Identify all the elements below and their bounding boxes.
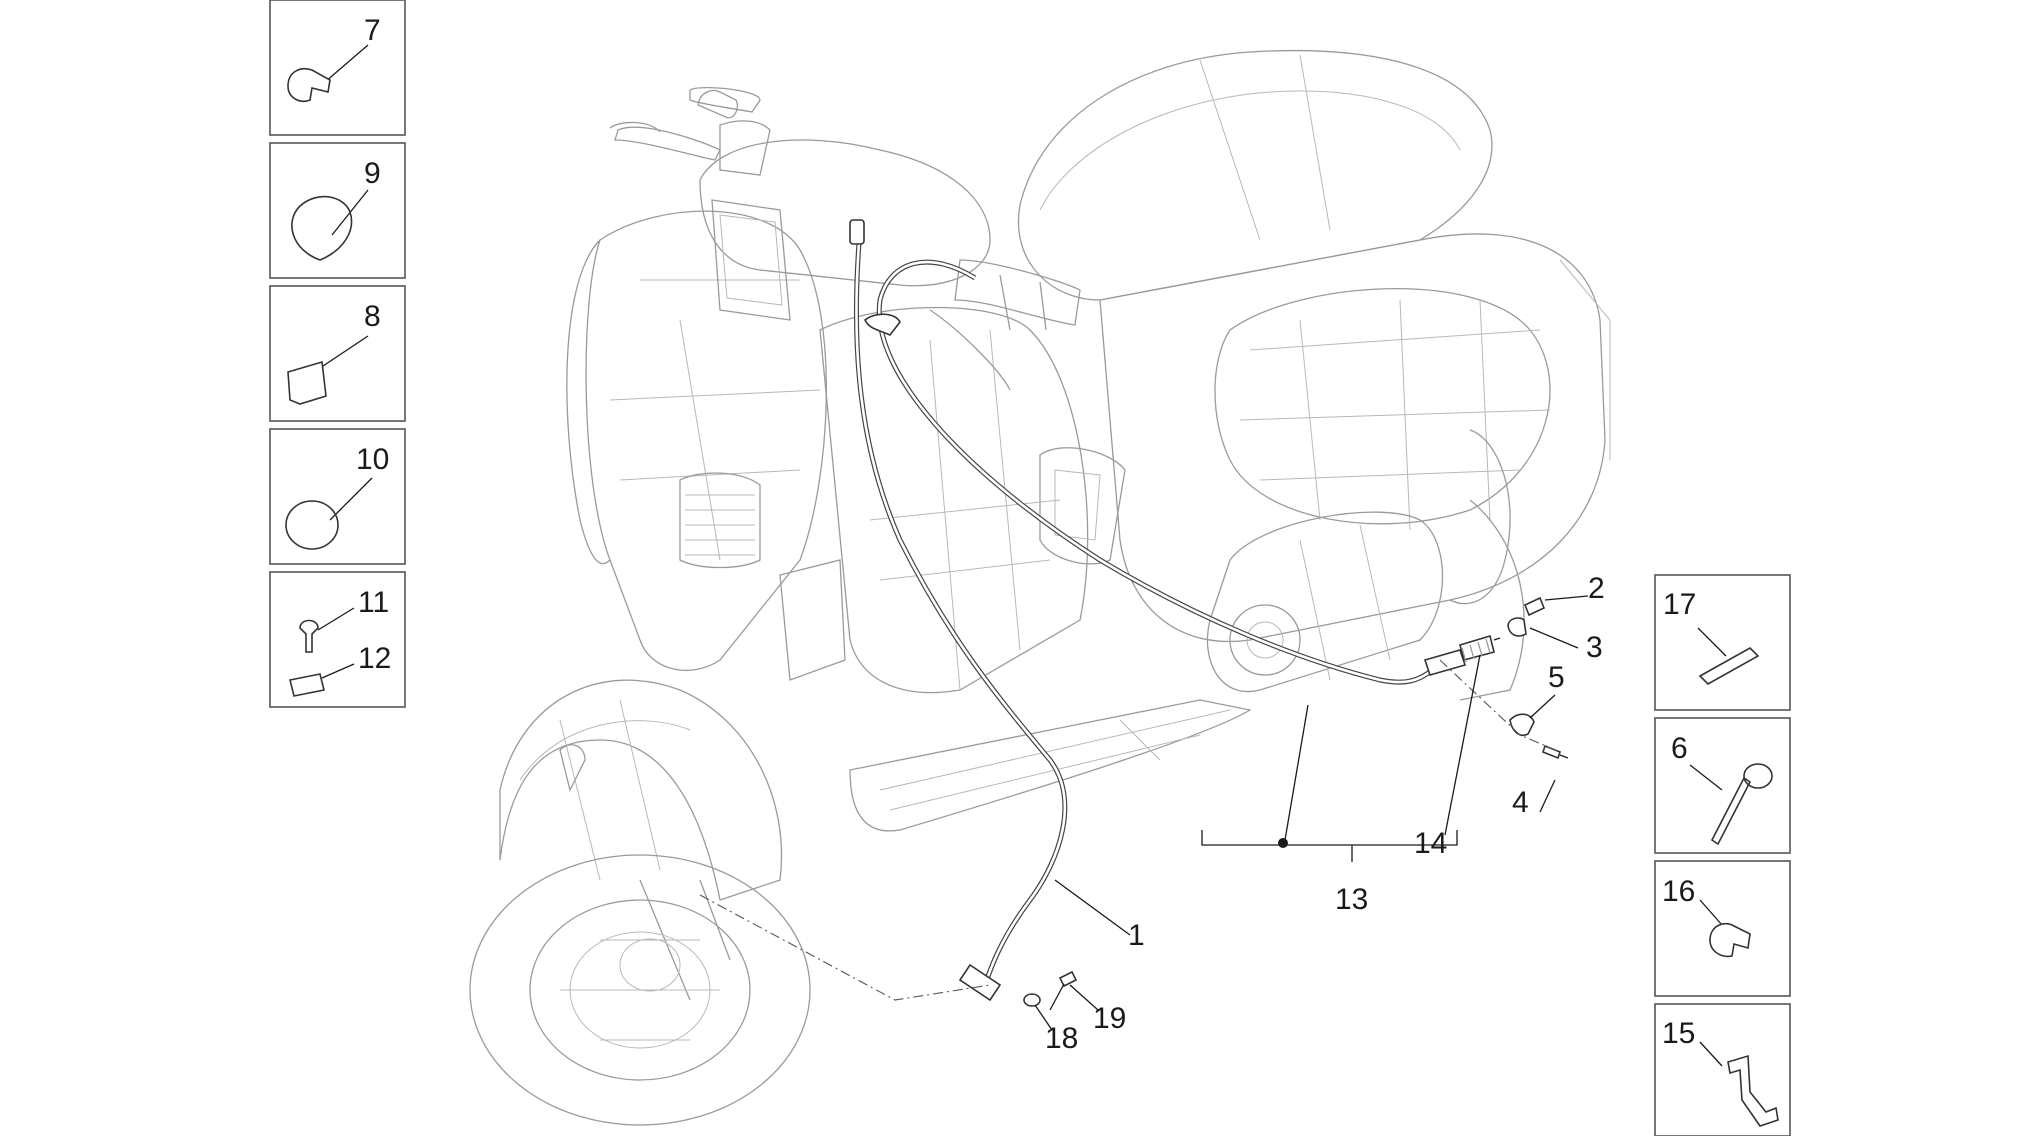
- panel-label-16: 16: [1662, 875, 1695, 908]
- clamp-icon: [287, 68, 331, 102]
- panel-label-17: 17: [1663, 588, 1696, 621]
- right-parts-panel: 17 6 16 15: [1654, 574, 1791, 1136]
- ring-clip-icon: [291, 195, 353, 261]
- callout-14: 14: [1414, 827, 1447, 860]
- clip-nut-icon: [289, 673, 325, 697]
- bracket-icon: [1727, 1054, 1779, 1127]
- cable-tie-icon: [1710, 776, 1752, 846]
- panel-label-9: 9: [364, 157, 381, 190]
- front-wheel-dash-line: [699, 894, 991, 1001]
- cable-holder-icon: [287, 360, 327, 405]
- panel-label-8: 8: [364, 300, 381, 333]
- callout-1: 1: [1128, 919, 1145, 952]
- scooter-drawing: [469, 49, 1611, 1126]
- callout-18: 18: [1045, 1022, 1078, 1055]
- part-18-19-washer-screw: [1023, 970, 1078, 1011]
- screw-icon: [299, 619, 319, 653]
- hose-clamp-icon: [285, 500, 339, 550]
- part-2-3-adjuster: [1507, 596, 1546, 637]
- panel-label-10: 10: [356, 443, 389, 476]
- rear-cable-dash-line: [1439, 659, 1561, 753]
- clamp-icon: [1709, 922, 1751, 958]
- panel-label-11: 11: [358, 586, 389, 619]
- panel-label-7: 7: [364, 14, 381, 47]
- panel-label-6: 6: [1671, 732, 1688, 765]
- rubber-pad-icon: [1698, 647, 1760, 685]
- callout-13: 13: [1335, 883, 1368, 916]
- part-4-5-bracket-screw: [1509, 713, 1569, 760]
- callout-5: 5: [1548, 661, 1565, 694]
- callout-19: 19: [1093, 1002, 1126, 1035]
- callout-4: 4: [1512, 786, 1529, 819]
- rear-brake-cable: [863, 259, 1501, 685]
- callout-3: 3: [1586, 631, 1603, 664]
- left-parts-panel: 7 9 8 10 11 12: [269, 0, 406, 708]
- speedometer-cable: [849, 219, 1068, 1002]
- panel-label-12: 12: [358, 642, 391, 675]
- panel-label-15: 15: [1662, 1017, 1695, 1050]
- callout-2: 2: [1588, 572, 1605, 605]
